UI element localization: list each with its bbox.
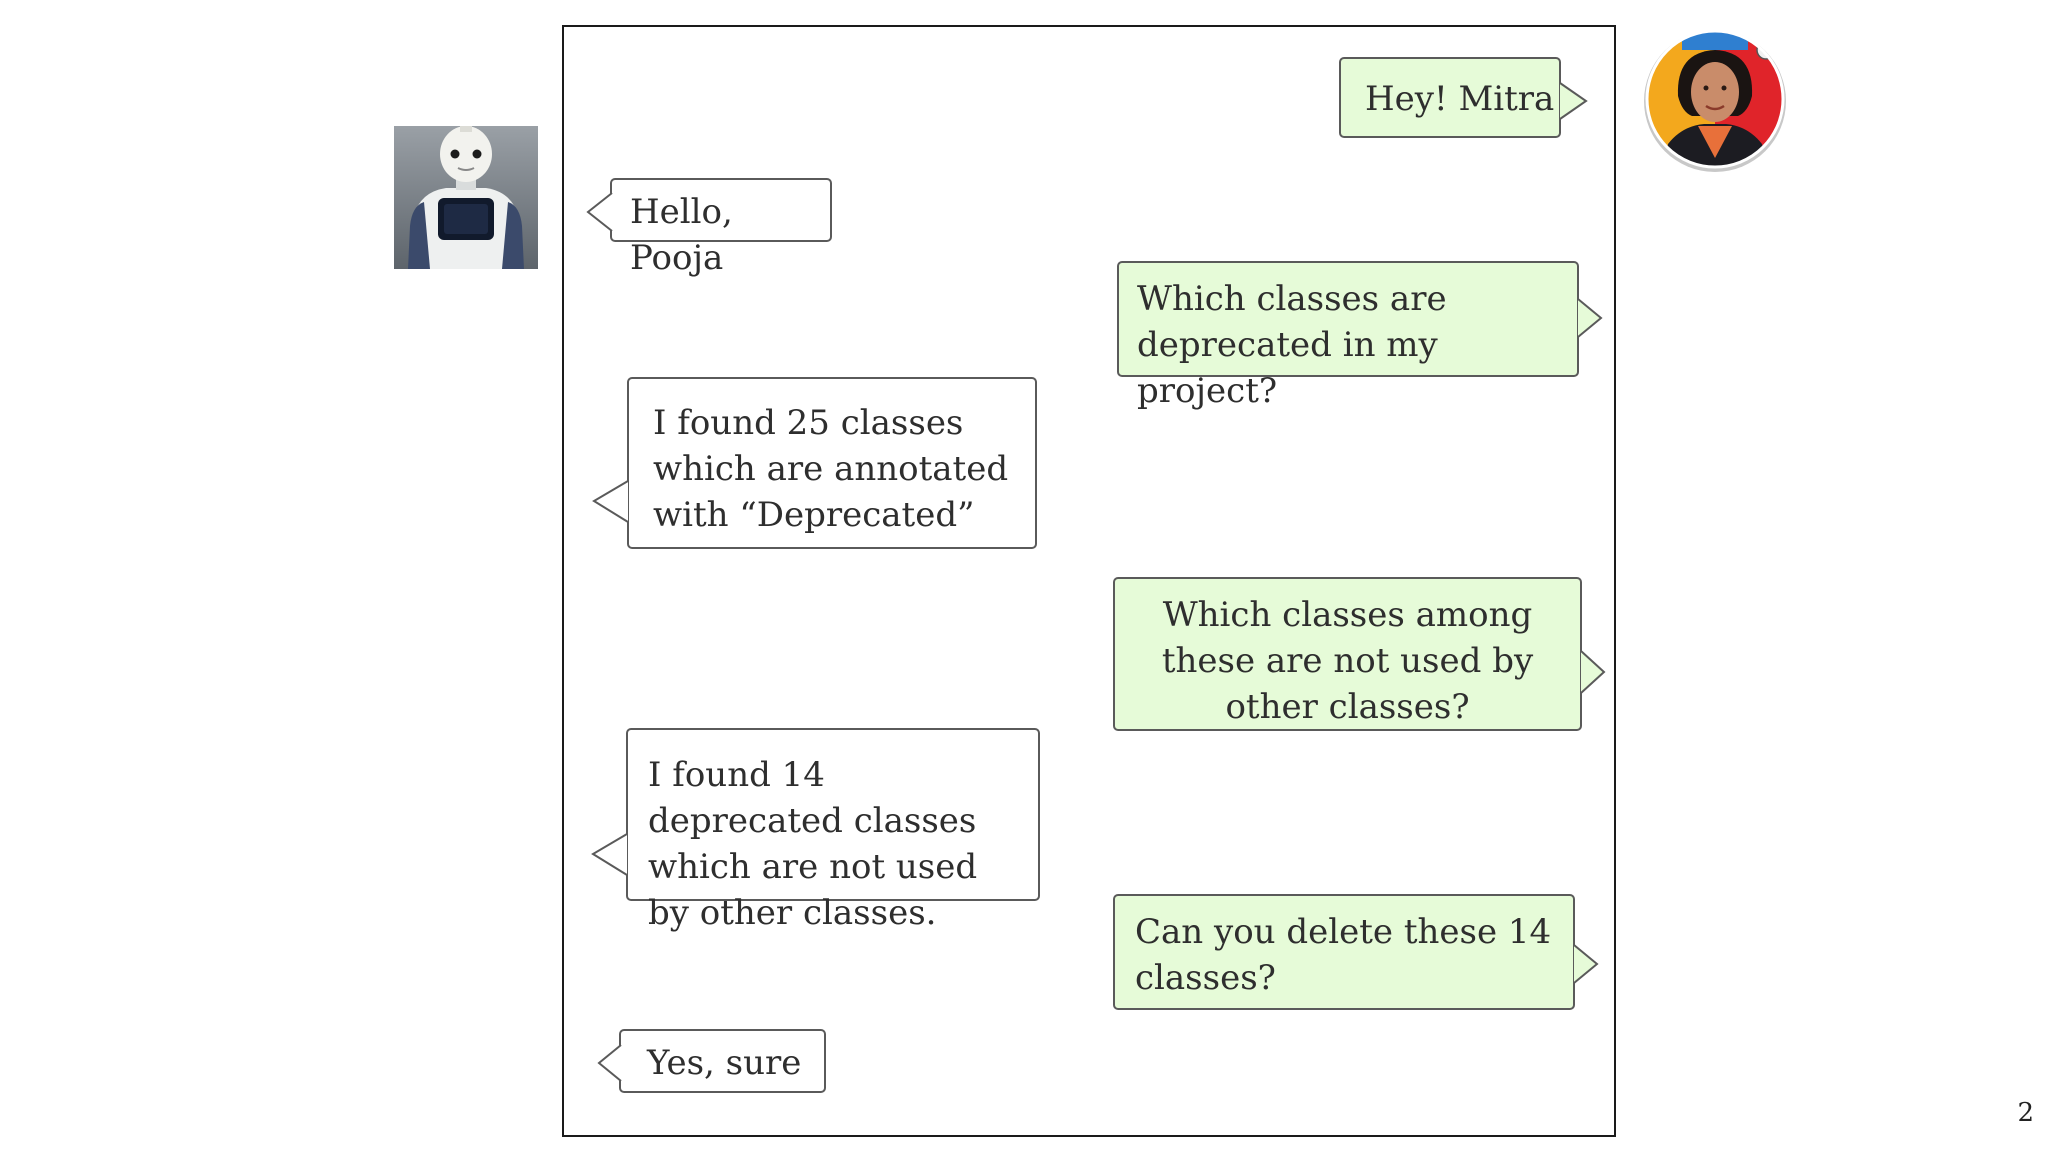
message-text: Which classes are deprecated in my proje… <box>1137 279 1447 411</box>
chat-bubble-user: Which classes among these are not used b… <box>1113 577 1582 731</box>
chat-bubble-user: Which classes are deprecated in my proje… <box>1117 261 1579 411</box>
chat-bubble-assistant: I found 14 deprecated classes which are … <box>626 728 1040 933</box>
message-text: Can you delete these 14 classes? <box>1135 912 1552 998</box>
message-text: I found 14 deprecated classes which are … <box>648 755 978 933</box>
chat-bubble-user: Hey! Mitra <box>1339 57 1561 138</box>
message-text: Yes, sure <box>647 1043 802 1083</box>
chat-bubble-assistant: Hello, Pooja <box>610 178 832 278</box>
message-text: Hello, Pooja <box>630 192 733 278</box>
user-photo-avatar <box>1644 29 1786 172</box>
chat-bubble-assistant: I found 25 classes which are annotated w… <box>627 377 1037 549</box>
message-text: I found 25 classes which are annotated w… <box>653 403 1009 535</box>
chat-bubble-user: Can you delete these 14 classes? <box>1113 894 1575 1010</box>
message-text: Hey! Mitra <box>1365 79 1555 119</box>
message-text: Which classes among these are not used b… <box>1161 595 1534 727</box>
chat-frame <box>562 25 1616 1137</box>
robot-avatar-icon <box>394 126 538 269</box>
page-number: 2 <box>2017 1098 2034 1128</box>
chat-bubble-assistant: Yes, sure <box>619 1029 826 1093</box>
